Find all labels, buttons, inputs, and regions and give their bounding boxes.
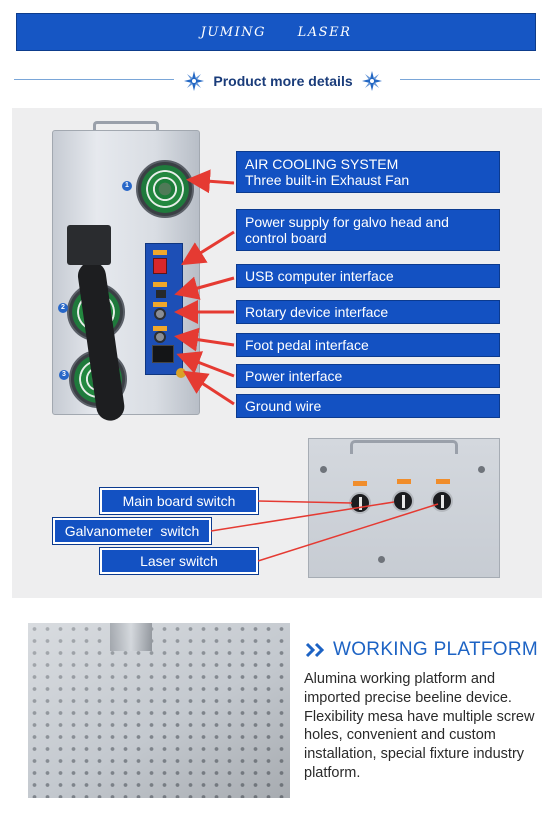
- screw: [378, 556, 385, 563]
- heading-divider-right: [400, 79, 540, 80]
- working-platform-title: WORKING PLATFORM: [333, 639, 539, 660]
- switch-label-text: Main board switch: [122, 493, 236, 509]
- line-laser-switch: [257, 503, 439, 562]
- working-platform-photo: [28, 623, 290, 798]
- label-line: Power supply for galvo head and: [245, 214, 449, 230]
- screw: [478, 466, 485, 473]
- label-line: Power interface: [245, 368, 343, 384]
- rotary-port: [154, 308, 166, 320]
- arrow-air-cooling: [186, 169, 235, 194]
- label-foot-pedal: Foot pedal interface: [236, 333, 500, 357]
- lifting-column: [110, 623, 152, 651]
- machine-handle: [93, 121, 159, 133]
- laser-knob: [431, 490, 453, 512]
- label-line: Rotary device interface: [245, 304, 389, 320]
- brand-banner-text: JUMING LASER: [200, 24, 352, 40]
- exhaust-fan-1: [136, 160, 194, 218]
- arrow-power-interface: [176, 351, 235, 378]
- arrow-ground: [182, 370, 235, 406]
- label-rotary: Rotary device interface: [236, 300, 500, 324]
- working-platform-description: Alumina working platform and imported pr…: [304, 671, 535, 781]
- label-line: Three built-in Exhaust Fan: [245, 172, 410, 188]
- arrow-power-supply: [180, 230, 235, 266]
- cable-gland: [67, 225, 111, 265]
- label-power-interface: Power interface: [236, 364, 500, 388]
- platform-sheen: [28, 623, 290, 798]
- usb-port: [156, 290, 166, 298]
- brand-banner: JUMING LASER: [16, 13, 536, 51]
- switch-label-text: Laser switch: [140, 553, 218, 569]
- fan-badge-2: 2: [58, 303, 68, 313]
- switch-label-sticker: [353, 481, 367, 486]
- label-line: control board: [245, 230, 327, 246]
- arrow-foot-pedal: [174, 327, 235, 352]
- label-usb: USB computer interface: [236, 264, 500, 288]
- label-air-cooling: AIR COOLING SYSTEM Three built-in Exhaus…: [236, 151, 500, 193]
- foot-pedal-port: [154, 331, 166, 343]
- label-line: USB computer interface: [245, 268, 394, 284]
- label-power-supply: Power supply for galvo head and control …: [236, 209, 500, 251]
- control-label-sticker: [153, 302, 167, 307]
- label-line: Ground wire: [245, 398, 322, 414]
- power-supply-switch: [153, 258, 167, 274]
- snowflake-star-icon: [361, 71, 382, 91]
- arrow-usb: [174, 276, 235, 300]
- working-platform-heading: WORKING PLATFORM: [305, 638, 541, 662]
- label-laser-switch: Laser switch: [99, 547, 259, 575]
- power-socket: [152, 345, 174, 363]
- section-heading: Product more details: [176, 68, 390, 94]
- label-main-board-switch: Main board switch: [99, 487, 259, 515]
- line-galvanometer-switch: [210, 501, 395, 532]
- switch-label-sticker: [397, 479, 411, 484]
- snowflake-star-icon: [184, 71, 205, 91]
- label-line: Foot pedal interface: [245, 337, 369, 353]
- control-label-sticker: [153, 282, 167, 287]
- screw: [320, 466, 327, 473]
- label-galvanometer-switch: Galvanometer switch: [52, 517, 212, 545]
- section-heading-text: Product more details: [213, 73, 353, 89]
- control-label-sticker: [153, 326, 167, 331]
- switch-label-text: Galvanometer switch: [64, 523, 200, 539]
- switch-panel-handle: [350, 440, 458, 454]
- heading-divider-left: [14, 79, 174, 80]
- label-ground-wire: Ground wire: [236, 394, 500, 418]
- line-main-board-switch: [257, 500, 353, 504]
- control-label-sticker: [153, 250, 167, 255]
- double-chevron-right-icon: [305, 642, 325, 658]
- galvanometer-knob: [392, 490, 414, 512]
- label-line: AIR COOLING SYSTEM: [245, 156, 399, 172]
- fan-badge-1: 1: [122, 181, 132, 191]
- fan-badge-3: 3: [59, 370, 69, 380]
- switch-label-sticker: [436, 479, 450, 484]
